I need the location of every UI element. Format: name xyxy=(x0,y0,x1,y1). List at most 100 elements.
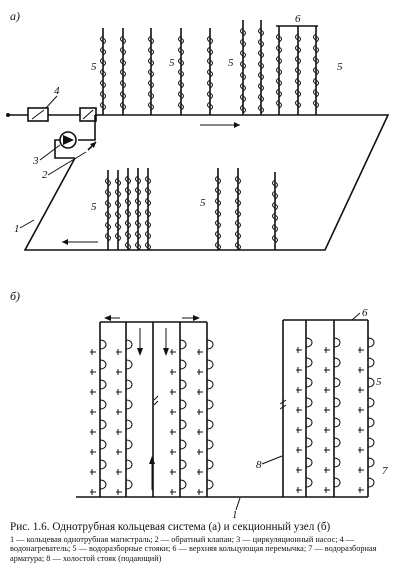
section-riser-3-fixture xyxy=(179,419,187,430)
label-riser-5: 5 xyxy=(91,201,97,213)
label-riser-2: 5 xyxy=(169,57,175,69)
section-riser-2-fixture xyxy=(125,359,133,370)
section-riser-6-fixture xyxy=(333,337,341,348)
label-top-jumper: 6 xyxy=(295,13,301,25)
section-riser-6-fixture xyxy=(333,417,341,428)
label-pump: 3 xyxy=(32,155,39,167)
section-riser-4-fixture xyxy=(206,419,214,430)
section-riser-3-fixture xyxy=(179,479,187,490)
arrows-b xyxy=(104,315,200,490)
section-riser-6 xyxy=(324,320,341,497)
risers-lower-row xyxy=(105,168,278,251)
riser-upper-9 xyxy=(295,26,301,115)
riser-lower-1 xyxy=(105,170,111,250)
section-riser-7-fixture xyxy=(367,417,375,428)
section-riser-6-fixture xyxy=(333,357,341,368)
water-heater-2 xyxy=(79,107,97,122)
section-riser-2-fixture xyxy=(125,439,133,450)
section-riser-5-fixture xyxy=(305,457,313,468)
label-riser-1: 5 xyxy=(91,61,97,73)
circulation-pump xyxy=(54,126,96,159)
label-riser-4: 5 xyxy=(337,61,343,73)
risers-upper-row xyxy=(100,20,319,115)
section-riser-6-fixture xyxy=(333,457,341,468)
riser-upper-8 xyxy=(276,26,282,115)
section-riser-3-fixture xyxy=(179,459,187,470)
section-riser-5-fixture xyxy=(305,477,313,488)
section-riser-4 xyxy=(197,322,214,497)
label-riser-3: 5 xyxy=(228,57,234,69)
section-riser-2-fixture xyxy=(125,479,133,490)
section-riser-5 xyxy=(296,320,313,497)
section-riser-1-fixture xyxy=(99,439,107,450)
riser-upper-7 xyxy=(258,20,264,115)
section-riser-5-fixture xyxy=(305,357,313,368)
section-riser-7-fixture xyxy=(367,397,375,408)
caption-legend: 1 — кольцевая однотрубная магистраль; 2 … xyxy=(10,534,377,563)
section-riser-3-fixture xyxy=(179,359,187,370)
label-check-valve: 2 xyxy=(42,169,48,181)
section-riser-4-fixture xyxy=(206,379,214,390)
riser-upper-2 xyxy=(120,28,126,115)
section-riser-3 xyxy=(170,322,187,497)
section-riser-5-fixture xyxy=(305,417,313,428)
riser-lower-4 xyxy=(135,168,141,251)
riser-lower-6 xyxy=(215,168,221,251)
section-riser-3-fixture xyxy=(179,399,187,410)
section-riser-6-fixture xyxy=(333,377,341,388)
riser-upper-5 xyxy=(207,28,213,115)
section-riser-2-fixture xyxy=(125,379,133,390)
section-riser-6-fixture xyxy=(333,397,341,408)
section-riser-3-fixture xyxy=(179,439,187,450)
section-riser-3-fixture xyxy=(179,339,187,350)
section-riser-7-fixture xyxy=(367,377,375,388)
riser-upper-1 xyxy=(100,28,106,115)
section-riser-2-fixture xyxy=(125,399,133,410)
label-ring-main: 1 xyxy=(14,223,20,235)
section-riser-5-fixture xyxy=(305,377,313,388)
section-riser-7-fixture xyxy=(367,477,375,488)
section-riser-4-fixture xyxy=(206,399,214,410)
label-riser-6: 5 xyxy=(200,197,206,209)
section-riser-1-fixture xyxy=(99,399,107,410)
section-riser-5-fixture xyxy=(305,337,313,348)
feed-line xyxy=(6,107,97,122)
section-riser-4-fixture xyxy=(206,479,214,490)
section-riser-1-fixture xyxy=(99,419,107,430)
section-riser-6-fixture xyxy=(333,477,341,488)
section-riser-7-fixture xyxy=(367,457,375,468)
section-riser-7-fixture xyxy=(367,337,375,348)
section-riser-7-fixture xyxy=(367,437,375,448)
riser-lower-8 xyxy=(272,172,278,250)
riser-upper-6 xyxy=(240,20,246,115)
figure-caption: Рис. 1.6. Однотрубная кольцевая система … xyxy=(10,521,398,563)
label-b-riser: 5 xyxy=(376,376,382,388)
section-riser-5-fixture xyxy=(305,437,313,448)
label-heater: 4 xyxy=(54,85,60,97)
idle-riser xyxy=(279,320,287,497)
section-riser-4-fixture xyxy=(206,439,214,450)
section-riser-2-fixture xyxy=(125,419,133,430)
label-b-jumper: 6 xyxy=(362,307,368,319)
caption-title: Рис. 1.6. Однотрубная кольцевая система … xyxy=(10,521,331,533)
callouts-b: 6 5 7 8 1 xyxy=(232,307,388,520)
riser-upper-10 xyxy=(313,26,319,115)
flow-arrow-bottom xyxy=(62,239,98,245)
ring-main xyxy=(23,114,390,251)
section-riser-1-fixture xyxy=(99,379,107,390)
section-riser-1 xyxy=(90,322,107,497)
section-riser-2-fixture xyxy=(125,339,133,350)
riser-upper-4 xyxy=(178,28,184,115)
section-riser-2-fixture xyxy=(125,459,133,470)
part-b-label: б) xyxy=(10,289,20,303)
riser-lower-5 xyxy=(145,168,151,251)
riser-upper-3 xyxy=(148,28,154,115)
section-riser-4-fixture xyxy=(206,339,214,350)
section-riser-2 xyxy=(116,322,133,497)
riser-lower-3 xyxy=(125,168,131,251)
callouts-a: 1 2 3 4 5 5 5 5 5 5 6 xyxy=(14,13,343,235)
check-valve xyxy=(87,141,97,151)
section-riser-5-fixture xyxy=(305,397,313,408)
riser-lower-7 xyxy=(235,168,241,251)
label-b-main: 1 xyxy=(232,509,238,520)
